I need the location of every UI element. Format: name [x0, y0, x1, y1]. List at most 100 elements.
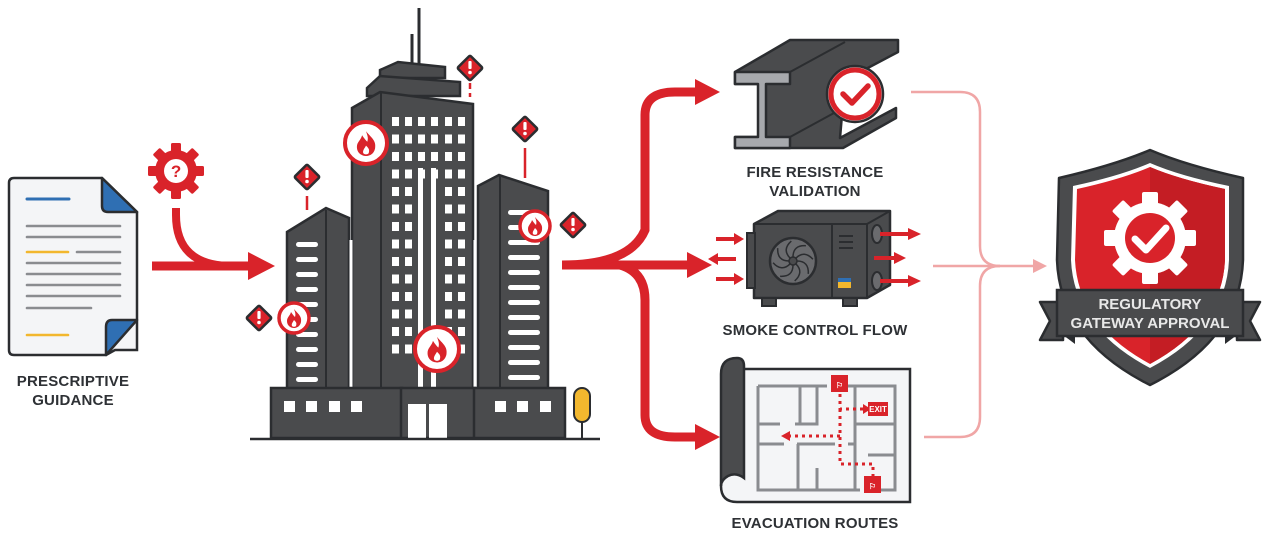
- window: [392, 134, 399, 144]
- window: [458, 169, 465, 179]
- window-slat: [508, 315, 540, 320]
- window: [458, 344, 465, 354]
- warning-diamond-icon: [456, 54, 484, 82]
- fire-icon: [413, 325, 461, 373]
- window: [392, 187, 399, 196]
- label-line1: EVACUATION ROUTES: [731, 515, 899, 532]
- window-slat: [296, 347, 318, 352]
- airflow-arrows: [708, 228, 921, 287]
- window: [445, 239, 452, 249]
- exit-sign-text: EXIT: [869, 405, 887, 414]
- window: [405, 327, 412, 336]
- window: [458, 117, 465, 126]
- window: [405, 292, 412, 301]
- warning-diamond-icon: [293, 163, 321, 191]
- label-line1: SMOKE CONTROL FLOW: [722, 322, 908, 339]
- svg-text:⚐: ⚐: [869, 482, 876, 491]
- fire-icon: [343, 120, 389, 166]
- fire-resistance-label: FIRE RESISTANCE VALIDATION: [700, 163, 930, 201]
- label-line1: FIRE RESISTANCE: [746, 164, 884, 181]
- document-icon: [7, 176, 139, 357]
- window-slat: [508, 330, 540, 335]
- gear-tooth: [1112, 255, 1133, 276]
- window: [458, 257, 465, 266]
- gear-tooth: [1167, 200, 1188, 221]
- window: [392, 309, 399, 319]
- window: [445, 117, 452, 126]
- high-rise-buildings-icon: [245, 8, 600, 441]
- fan-blade: [794, 263, 801, 282]
- window: [405, 204, 412, 214]
- window: [458, 292, 465, 301]
- gear-tooth: [1104, 230, 1118, 246]
- prescriptive-guidance-label: PRESCRIPTIVE GUIDANCE: [0, 372, 146, 410]
- window: [445, 222, 452, 231]
- window: [445, 152, 452, 161]
- window: [392, 152, 399, 161]
- window-slat: [296, 362, 318, 367]
- window: [458, 222, 465, 231]
- fan-blade: [796, 260, 810, 274]
- final-label-line2: GATEWAY APPROVAL: [1071, 315, 1230, 332]
- window: [405, 134, 412, 144]
- window: [405, 309, 412, 319]
- window: [445, 204, 452, 214]
- fire-icon: [277, 301, 311, 335]
- window: [405, 222, 412, 231]
- window-slat: [296, 272, 318, 277]
- arrowhead: [695, 79, 720, 105]
- edge-input-to-building: [152, 208, 275, 280]
- window: [458, 134, 465, 144]
- window-slat: [508, 375, 540, 380]
- question-gear-icon: ?: [148, 143, 204, 199]
- window: [405, 169, 412, 179]
- label-line2: GUIDANCE: [32, 392, 114, 409]
- fan-blade: [785, 240, 792, 259]
- gear-tooth: [1182, 230, 1196, 246]
- window-slat: [296, 287, 318, 292]
- prescriptive-guidance-node: [7, 176, 139, 357]
- smoke-fan-unit-icon: [708, 209, 921, 307]
- check-icon: [1131, 224, 1170, 254]
- window-slat: [508, 270, 540, 275]
- exit-sign-icon: [831, 375, 848, 392]
- gear-tooth: [1142, 192, 1158, 206]
- arrowhead: [695, 424, 720, 450]
- arrowhead: [248, 252, 275, 280]
- shield-gear-check-icon: REGULATORY GATEWAY APPROVAL: [1038, 148, 1262, 387]
- ribbon-banner: [1055, 288, 1245, 338]
- fire-icon: [518, 209, 552, 243]
- window: [405, 239, 412, 249]
- window-slat: [296, 377, 318, 382]
- gear-tooth: [1167, 255, 1188, 276]
- edge-outputs-to-final: [911, 90, 1035, 439]
- window: [431, 117, 438, 126]
- svg-text:?: ?: [171, 162, 181, 181]
- window-slat: [508, 255, 540, 260]
- window: [392, 327, 399, 336]
- window: [392, 117, 399, 126]
- exit-sign: [868, 402, 888, 416]
- window: [445, 169, 452, 179]
- window: [392, 274, 399, 284]
- window: [405, 117, 412, 126]
- window: [458, 239, 465, 249]
- smoke-control-label: SMOKE CONTROL FLOW: [700, 321, 930, 340]
- window-slat: [508, 285, 540, 290]
- arrowhead: [1033, 259, 1047, 273]
- evacuation-route: [790, 394, 875, 478]
- fan-blade: [772, 262, 791, 269]
- window: [392, 169, 399, 179]
- window: [445, 292, 452, 301]
- window: [445, 134, 452, 144]
- window: [392, 344, 399, 354]
- label-line2: VALIDATION: [769, 183, 861, 200]
- window-slat: [296, 242, 318, 247]
- exit-sign-icon: [864, 476, 881, 493]
- window: [431, 152, 438, 161]
- window-slat: [508, 300, 540, 305]
- window: [405, 152, 412, 161]
- window: [458, 309, 465, 319]
- window: [445, 309, 452, 319]
- warning-diamond-icon: [511, 115, 539, 143]
